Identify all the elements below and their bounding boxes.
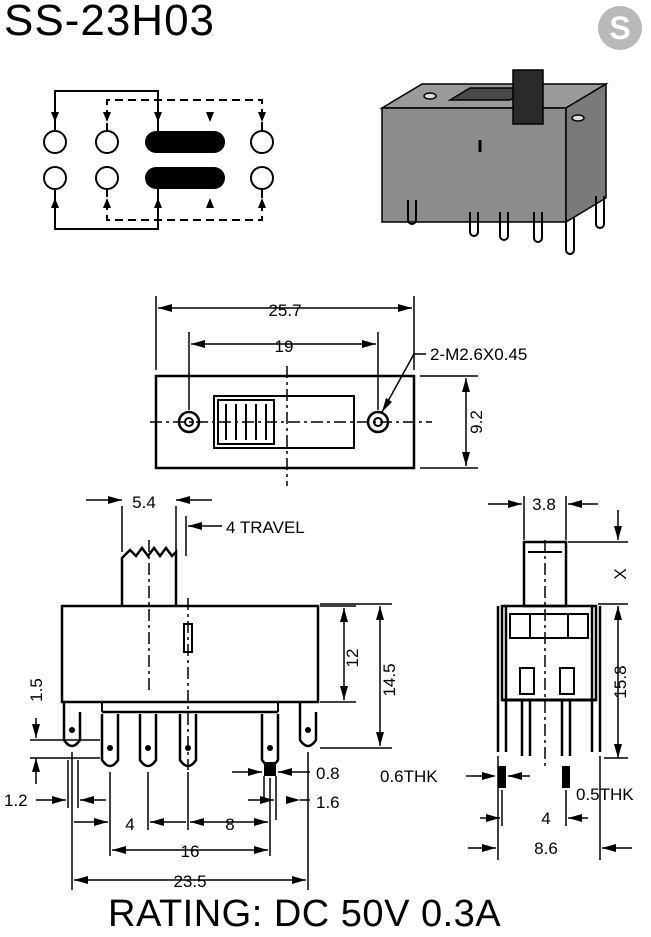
dim-side-width: 8.6: [534, 839, 558, 858]
contact-circle: [95, 166, 119, 190]
dim-actuator-width: 5.4: [132, 493, 156, 512]
switch-3d-illustration: [379, 69, 609, 255]
contact-circle: [250, 130, 274, 154]
dim-thickness: 0.6THK: [380, 767, 438, 786]
circuit-schematic: [43, 90, 274, 230]
dim-travel: 4 TRAVEL: [226, 518, 305, 537]
contact-circle: [43, 166, 67, 190]
slider-bar: [145, 131, 225, 153]
dim-side-body-height: 15.8: [611, 665, 630, 698]
dim-side-actuator-width: 3.8: [532, 495, 556, 514]
contact-circle: [43, 130, 67, 154]
dim-pin-pos: 1.6: [316, 793, 340, 812]
manufacturer-logo-icon: S: [598, 6, 642, 50]
dim-mounting-note: 2-M2.6X0.45: [430, 345, 527, 364]
dim-total-height: 14.5: [380, 663, 399, 696]
dashed-frame: [106, 189, 263, 221]
dim-pin-pitch: 4: [125, 815, 134, 834]
side-view: [466, 496, 632, 860]
dim-hole-pitch: 19: [275, 337, 294, 356]
dim-pin-row: 4: [541, 809, 550, 828]
rating-text: RATING: DC 50V 0.3A: [108, 893, 502, 935]
side-body: [500, 604, 598, 702]
dim-total-length: 23.5: [173, 872, 206, 891]
front-view: [30, 496, 392, 890]
dim-top-height: 9.2: [467, 410, 486, 434]
dim-body-height: 12: [343, 649, 362, 668]
dim-pin-width: 0.8: [316, 764, 340, 783]
dim-offset: 1.5: [27, 678, 46, 702]
actuator-profile: [120, 545, 178, 606]
contact-circle: [250, 166, 274, 190]
dim-pin-spacing: 8: [225, 815, 234, 834]
dashed-frame: [106, 99, 263, 131]
top-view: [150, 296, 478, 486]
model-title: SS-23H03: [4, 0, 216, 45]
solid-frame: [54, 90, 159, 131]
contact-circle: [95, 130, 119, 154]
solid-frame: [54, 189, 159, 230]
dim-pin-span: 16: [181, 842, 200, 861]
dim-actuator-height: X: [611, 568, 630, 579]
logo-letter: S: [609, 10, 630, 46]
dim-overall-width: 25.7: [268, 301, 301, 320]
dim-edge: 1.2: [4, 791, 28, 810]
slider-bar: [145, 167, 225, 189]
front-body: [60, 604, 320, 704]
dim-thickness-2: 0.5THK: [576, 785, 634, 804]
